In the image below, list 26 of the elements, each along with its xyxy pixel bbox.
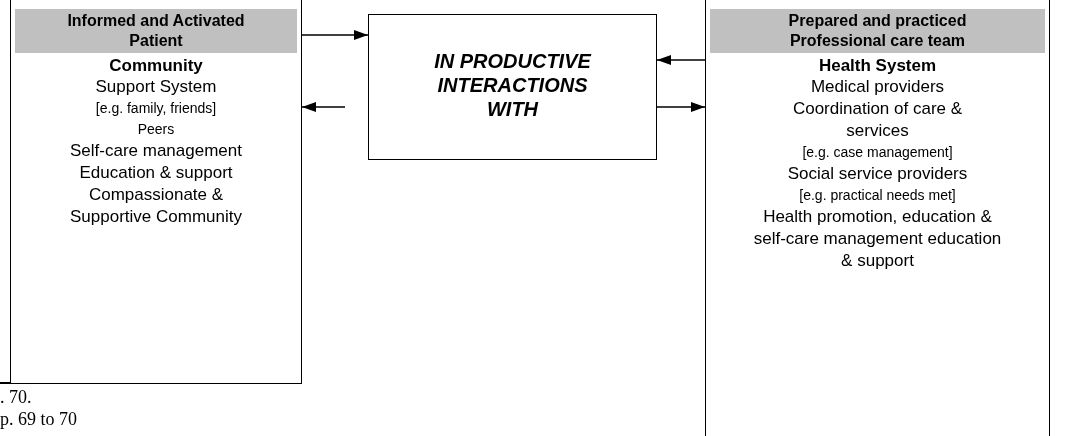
arrow — [301, 30, 369, 40]
note-text: [e.g. family, friends] — [94, 99, 218, 118]
arrow — [656, 102, 706, 112]
footnote-text: . 70. — [0, 386, 32, 408]
footnote-text: p. 69 to 70 — [0, 408, 77, 430]
arrow — [301, 102, 346, 112]
text-box — [705, 0, 1050, 436]
body-text: Social service providers — [786, 163, 969, 185]
body-text: Compassionate & Supportive Community — [69, 184, 243, 228]
heading-text: Health System — [817, 55, 938, 76]
body-text: Support System — [94, 76, 218, 98]
body-text: Medical providers — [809, 76, 946, 98]
body-text: Health promotion, education & self-care management education & support — [752, 206, 1003, 272]
body-text: Self-care management — [69, 140, 243, 162]
text-box — [368, 14, 657, 160]
heading-text: Community — [108, 55, 204, 76]
text-box — [10, 0, 302, 384]
body-text: Coordination of care & services — [791, 98, 964, 142]
header-band: Prepared and practiced Professional care team — [710, 9, 1045, 53]
note-text: Peers — [136, 120, 176, 139]
body-text: Education & support — [78, 162, 234, 184]
note-text: [e.g. practical needs met] — [798, 186, 957, 205]
note-text: [e.g. case management] — [801, 143, 954, 162]
center-text: IN PRODUCTIVE INTERACTIONS WITH — [433, 49, 593, 121]
arrow — [656, 55, 706, 65]
header-band: Informed and Activated Patient — [15, 9, 297, 53]
